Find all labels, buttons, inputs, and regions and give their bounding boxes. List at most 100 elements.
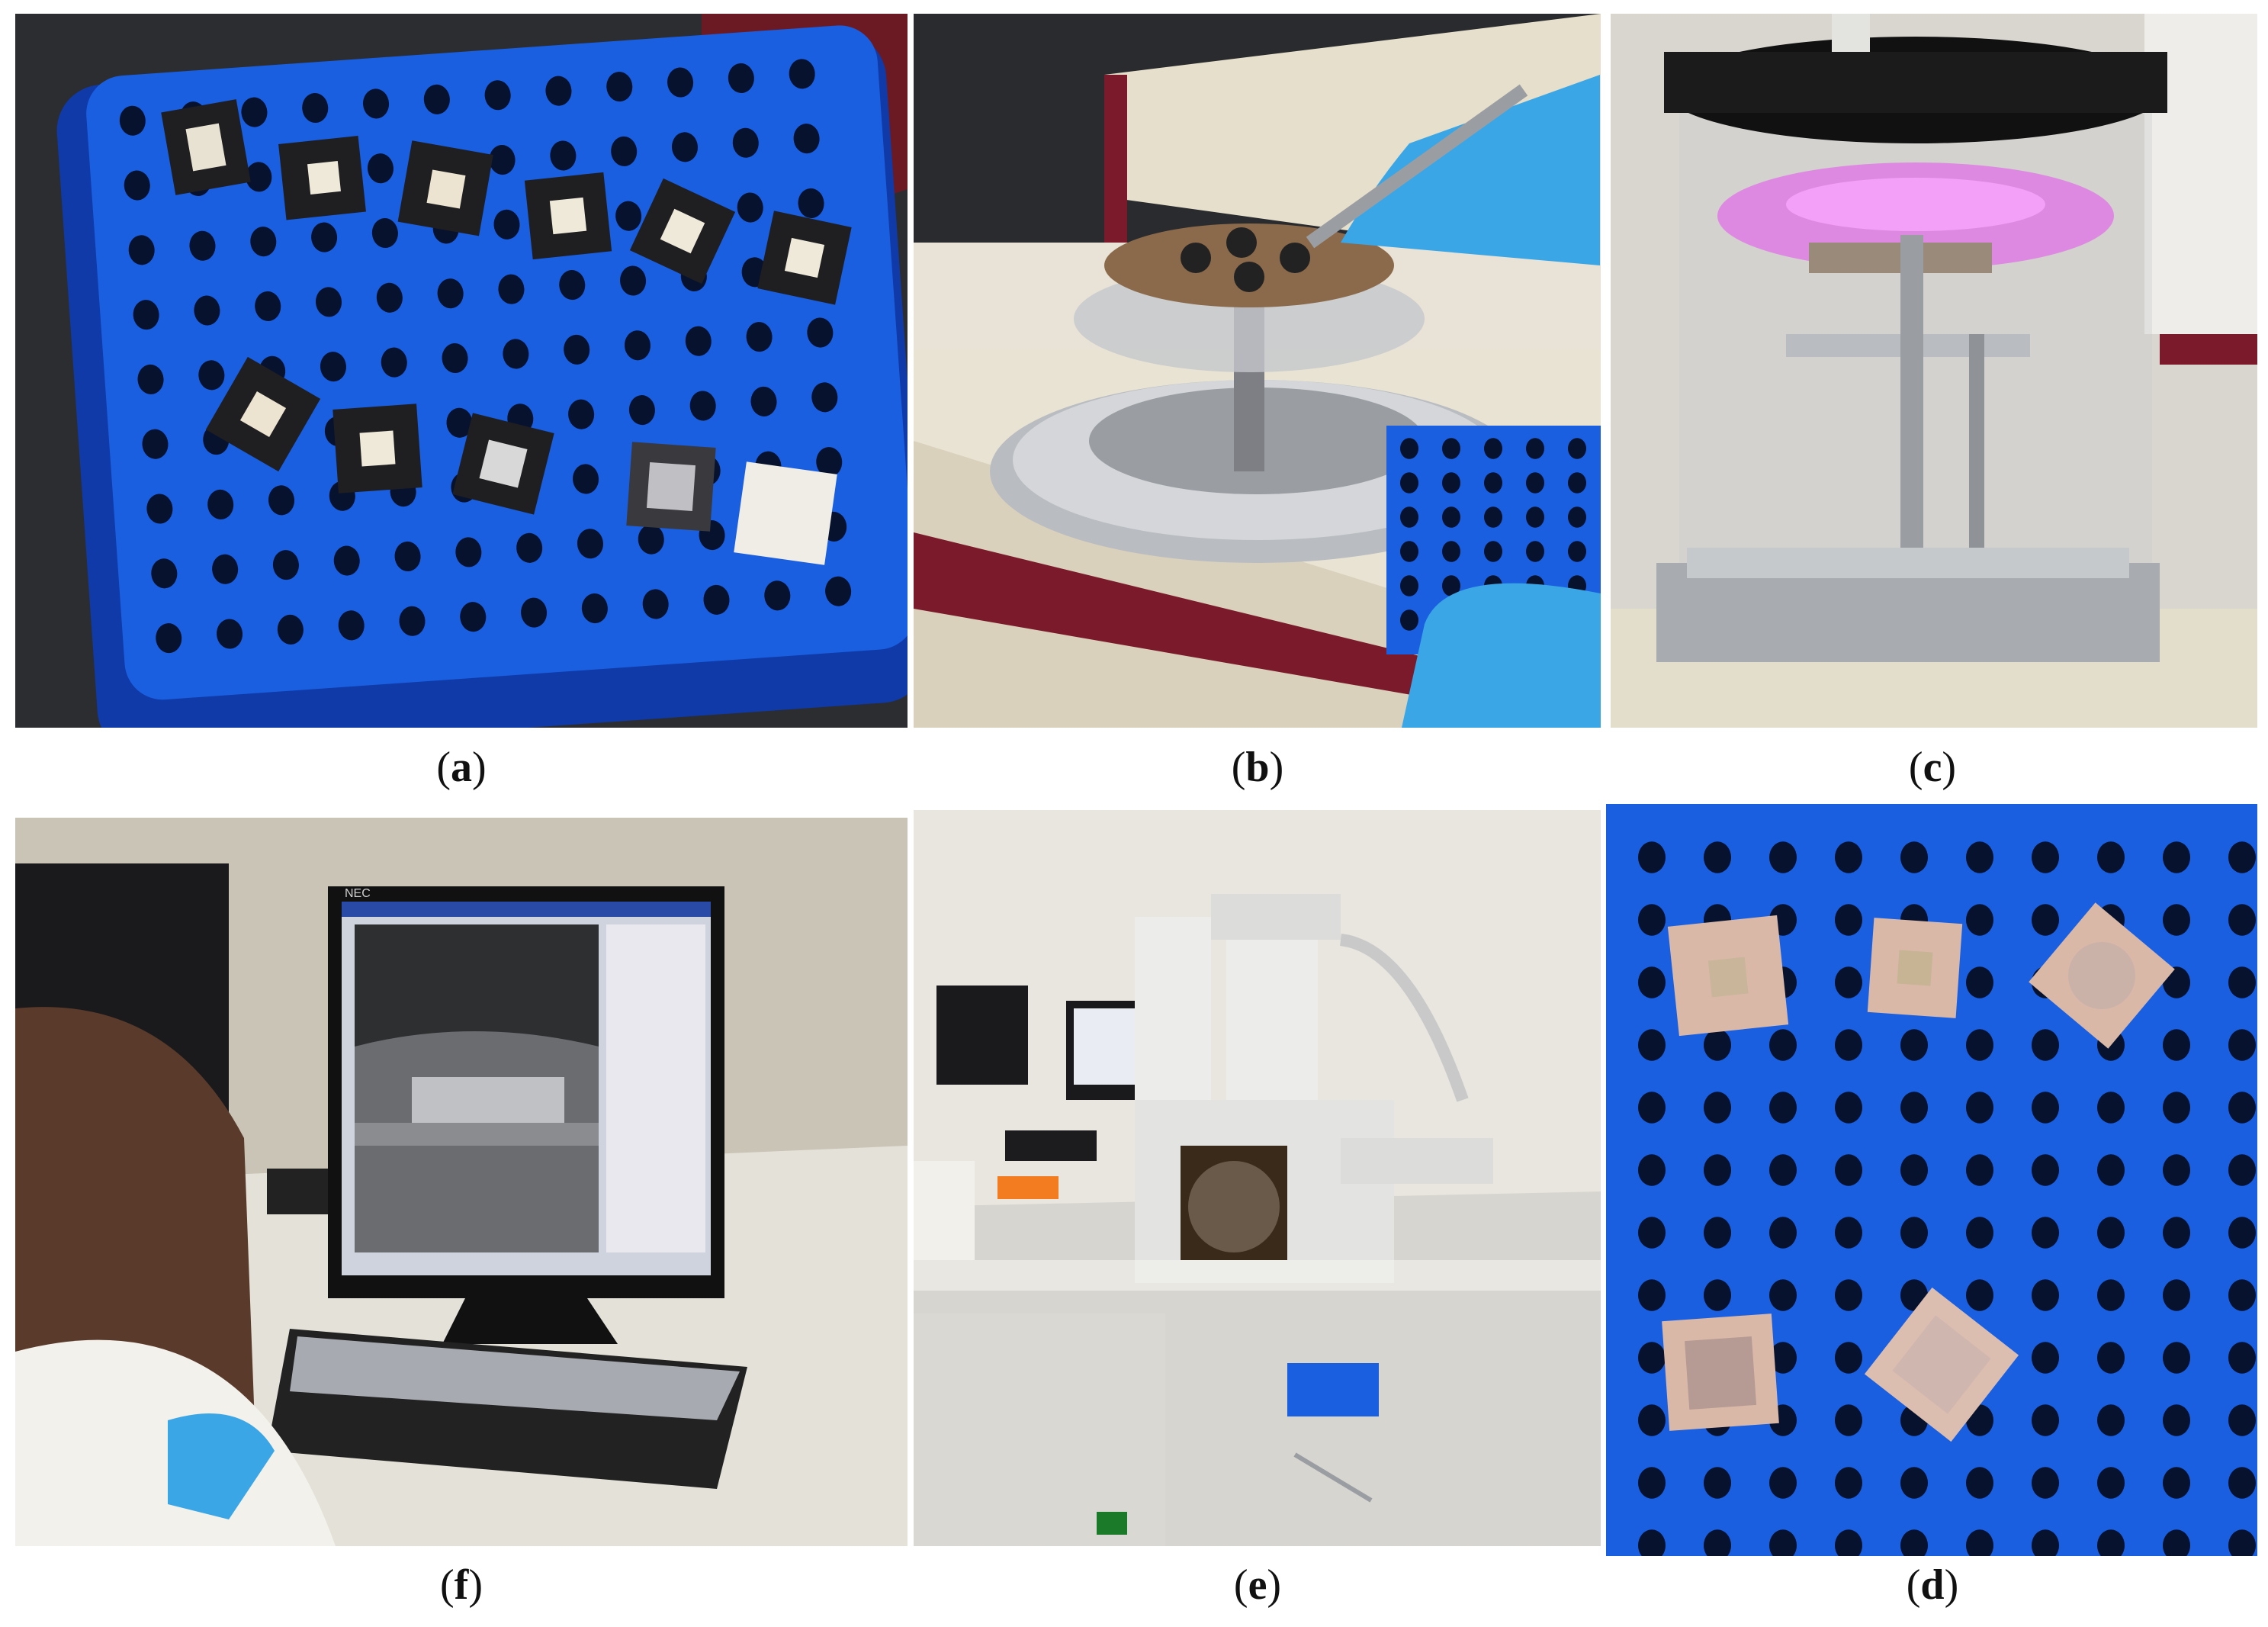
- rack-hole: [2228, 841, 2256, 873]
- rack-hole: [2032, 1029, 2059, 1061]
- rack-hole: [2032, 1529, 2059, 1556]
- rack-hole: [1900, 1154, 1928, 1186]
- rack-hole: [198, 360, 225, 391]
- rack-hole: [1526, 506, 1544, 528]
- coated-samples: [1662, 902, 2175, 1442]
- rack-hole: [545, 76, 572, 106]
- rack-hole: [2228, 1404, 2256, 1436]
- rack-hole: [1900, 841, 1928, 873]
- rack-hole: [1966, 1092, 1993, 1124]
- rack-hole: [2163, 841, 2190, 873]
- caption-c: (c): [1908, 744, 1957, 791]
- rack-hole: [1704, 1217, 1731, 1249]
- rack-hole: [671, 132, 699, 162]
- rack-hole: [1835, 904, 1862, 936]
- rack-hole: [559, 270, 586, 301]
- rack-hole: [1769, 1529, 1797, 1556]
- rack-hole: [2097, 1092, 2125, 1124]
- rack-hole: [1966, 904, 1993, 936]
- panel-f-photo: NEC: [15, 818, 908, 1546]
- rack-hole: [2228, 1217, 2256, 1249]
- rack-hole: [146, 494, 173, 524]
- panel-b-photo: [914, 14, 1601, 728]
- rack-hole: [1835, 966, 1862, 998]
- rack-hole: [1638, 841, 1666, 873]
- rack-hole: [212, 554, 239, 584]
- rack-hole: [628, 395, 655, 426]
- rack-hole: [2163, 1092, 2190, 1124]
- rack-hole: [581, 593, 608, 624]
- rack-hole: [2097, 1404, 2125, 1436]
- rack-hole: [423, 84, 450, 114]
- rack-hole: [1638, 1467, 1666, 1499]
- rack-hole: [1400, 438, 1418, 459]
- caption-e: (e): [1233, 1561, 1282, 1609]
- rack-hole: [156, 623, 182, 654]
- rack-hole: [1835, 1529, 1862, 1556]
- rack-hole: [137, 364, 164, 394]
- rack-hole: [302, 92, 329, 124]
- rack-hole: [376, 282, 403, 313]
- caption-d: (d): [1906, 1561, 1959, 1609]
- rack-hole: [1835, 1279, 1862, 1311]
- rack-hole: [498, 274, 525, 304]
- rack-hole: [1900, 1217, 1928, 1249]
- rack-hole: [746, 322, 773, 352]
- rack-hole: [2032, 1092, 2059, 1124]
- rack-hole: [189, 230, 216, 261]
- rack-hole: [1638, 904, 1666, 936]
- rack-hole: [1769, 1092, 1797, 1124]
- rack-hole: [399, 606, 426, 636]
- rack-hole: [1484, 472, 1502, 494]
- rack-hole: [1400, 541, 1418, 562]
- rack-hole: [1769, 841, 1797, 873]
- rack-hole: [750, 386, 777, 416]
- rack-hole: [1769, 1154, 1797, 1186]
- rack-hole: [311, 222, 338, 252]
- rack-hole: [816, 447, 843, 477]
- rack-hole: [2163, 1279, 2190, 1311]
- rack-hole: [1835, 1467, 1862, 1499]
- rack-hole: [1769, 1279, 1797, 1311]
- rack-hole: [381, 347, 407, 378]
- rack-hole: [1638, 1279, 1666, 1311]
- rack-hole: [2163, 1404, 2190, 1436]
- rack-hole: [2097, 1154, 2125, 1186]
- rack-hole: [667, 67, 694, 98]
- rack-hole: [2097, 1279, 2125, 1311]
- caption-f: (f): [440, 1561, 483, 1609]
- rack-hole: [732, 127, 759, 158]
- rack-hole: [1484, 438, 1502, 459]
- rack-hole: [1704, 1092, 1731, 1124]
- rack-hole: [2032, 841, 2059, 873]
- rack-hole: [728, 63, 754, 93]
- rack-hole: [2097, 841, 2125, 873]
- rack-hole: [1966, 1467, 1993, 1499]
- rack-hole: [1966, 1154, 1993, 1186]
- rack-hole: [128, 235, 155, 265]
- rack-hole: [493, 209, 520, 240]
- rack-hole: [333, 545, 360, 576]
- rack-hole: [1400, 472, 1418, 494]
- rack-hole: [2163, 904, 2190, 936]
- rack-hole: [807, 317, 834, 348]
- rack-hole: [1638, 1092, 1666, 1124]
- rack-hole: [789, 59, 815, 89]
- rack-hole: [446, 407, 473, 438]
- rack-hole: [1966, 1529, 1993, 1556]
- rack-hole: [2163, 1029, 2190, 1061]
- rack-hole: [2097, 1529, 2125, 1556]
- rack-hole: [1526, 541, 1544, 562]
- rack-hole: [460, 602, 487, 632]
- rack-hole: [1484, 506, 1502, 528]
- rack-hole: [1704, 1467, 1731, 1499]
- rack-hole: [573, 464, 599, 494]
- rack-hole: [2032, 1154, 2059, 1186]
- rack-hole: [268, 485, 295, 516]
- rack-hole: [2228, 1529, 2256, 1556]
- rack-hole: [316, 287, 342, 317]
- rack-hole: [217, 619, 243, 649]
- rack-hole: [564, 334, 590, 365]
- sample-stubs: [161, 99, 852, 565]
- rack-hole: [1769, 1342, 1797, 1374]
